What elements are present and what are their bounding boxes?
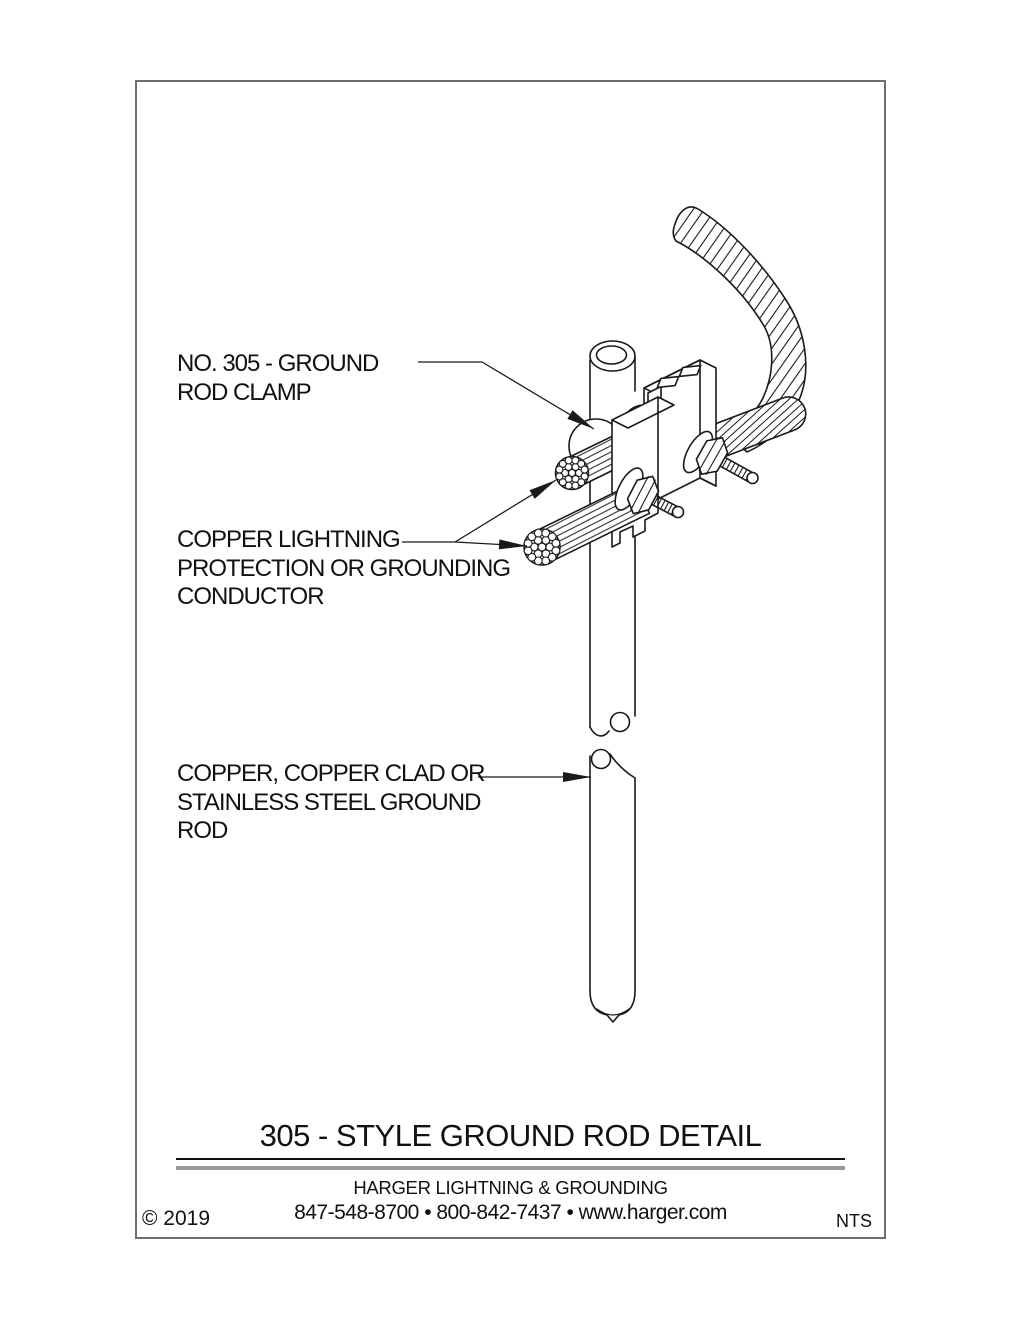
callout-ground-rod-line-3: ROD <box>177 817 228 844</box>
callout-clamp-line-2: ROD CLAMP <box>177 378 312 406</box>
curved-conductor-cable <box>672 206 807 453</box>
scale-note: NTS <box>836 1211 872 1231</box>
ground-rod-top <box>589 340 636 421</box>
company-name: HARGER LIGHTNING & GROUNDING <box>353 1177 668 1198</box>
rod-break-upper <box>589 726 610 737</box>
title-rule-gray <box>176 1166 845 1170</box>
callout-ground-rod-line-1: COPPER, COPPER CLAD OR <box>177 760 485 787</box>
callout-ground-rod-line-2: STAINLESS STEEL GROUND <box>177 788 481 816</box>
arrowhead-ground-rod <box>563 772 591 782</box>
callout-leaders <box>402 361 595 782</box>
rod-break-upper-loop <box>609 711 631 733</box>
drawing-title: 305 - STYLE GROUND ROD DETAIL <box>259 1118 762 1153</box>
ground-rod-shaft <box>589 471 636 1023</box>
lower-conductor-cross-section <box>523 528 561 566</box>
leader-clamp <box>418 361 595 430</box>
rod-break-lower-loop <box>590 748 612 770</box>
callout-conductor-label: COPPER LIGHTNING PROTECTION OR GROUNDING… <box>177 526 511 612</box>
rod-break-lower <box>609 753 636 779</box>
copyright-notice: © 2019 <box>142 1207 211 1230</box>
callout-clamp-label: NO. 305 - GROUND ROD CLAMP <box>177 350 379 407</box>
contact-info: 847-548-8700 • 800-842-7437 • www.harger… <box>294 1201 727 1224</box>
callout-ground-rod-label: COPPER, COPPER CLAD OR STAINLESS STEEL G… <box>177 760 485 846</box>
callout-clamp-line-1: NO. 305 - GROUND <box>177 350 379 377</box>
arrowhead-conductor-upper <box>529 480 556 499</box>
title-rule-black <box>176 1158 845 1160</box>
rod-tip <box>589 990 636 1023</box>
callout-conductor-line-2: PROTECTION OR GROUNDING <box>177 554 511 582</box>
callout-conductor-line-3: CONDUCTOR <box>177 583 325 610</box>
callout-conductor-line-1: COPPER LIGHTNING <box>177 526 401 553</box>
upper-conductor-cross-section <box>554 455 590 491</box>
bolt-lower <box>614 467 685 519</box>
arrowhead-conductor-lower <box>498 539 527 550</box>
bolt-upper <box>682 430 759 485</box>
arrowhead-clamp <box>567 410 594 429</box>
